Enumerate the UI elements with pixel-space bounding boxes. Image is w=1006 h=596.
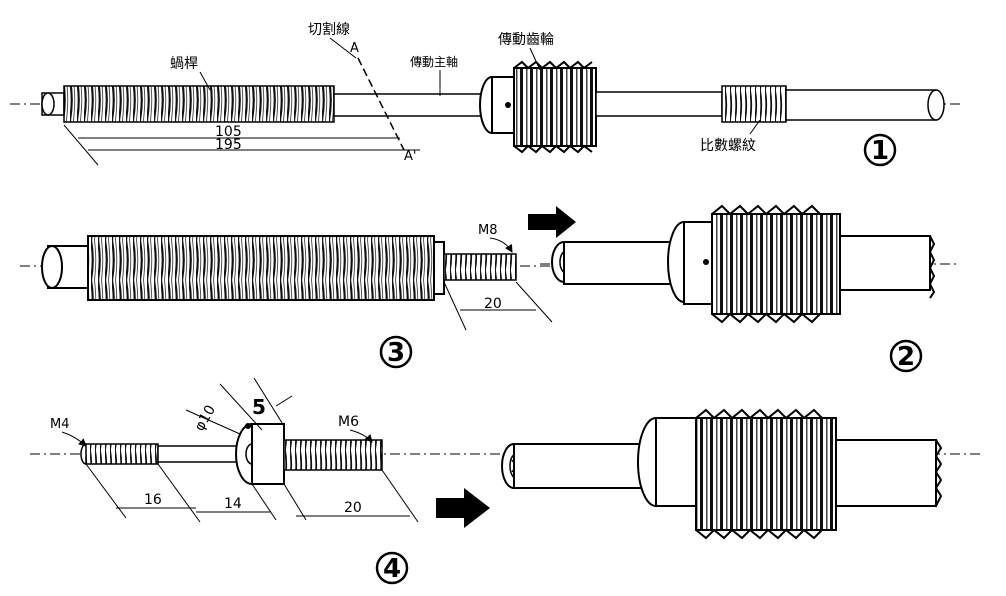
fig3-number: 3 xyxy=(387,338,405,368)
fig3-number-circle xyxy=(379,335,413,369)
figure-2: 2 xyxy=(540,204,960,373)
fig4-ext-phi10-a xyxy=(185,409,241,435)
fig4-right-shaft xyxy=(835,439,937,507)
leader-drive-gear xyxy=(529,47,541,71)
fig2-pin xyxy=(703,259,709,265)
fig2-gear xyxy=(711,213,841,315)
fig2-right-shaft xyxy=(839,235,931,291)
dim-105: 105 xyxy=(215,124,242,140)
leader-m8 xyxy=(489,237,513,253)
label-worm: 蝸桿 xyxy=(170,56,198,72)
fig4-ext-16-right xyxy=(157,463,201,523)
label-cut-start: A xyxy=(350,41,359,56)
fig3-shoulder xyxy=(433,241,445,295)
fig4-number-circle xyxy=(375,551,409,585)
dim-m6: M6 xyxy=(338,414,359,430)
label-drive-gear: 傳動齒輪 xyxy=(498,31,554,48)
fig2-number: 2 xyxy=(897,342,915,372)
figure-1: A A' 切割線 蝸桿 傳動主軸 傳動齒輪 比數螺紋 105 195 1 xyxy=(10,21,960,167)
leader-worm xyxy=(199,71,211,91)
fig1-number: 1 xyxy=(871,136,889,166)
fig4-collar-pin xyxy=(245,423,251,429)
fig4-ext-5 xyxy=(253,377,285,427)
fig1-ratio-thread xyxy=(721,85,787,123)
fig4-break-line xyxy=(934,439,943,507)
fig4-gear-teeth-top xyxy=(695,408,823,420)
fig1-ext-line-left xyxy=(63,124,99,166)
fig1-gear-teeth-top xyxy=(513,60,593,70)
fig4-ext-phi10-b xyxy=(219,383,263,431)
label-ratio-thread: 比數螺紋 xyxy=(700,138,756,154)
fig4-gear xyxy=(695,417,837,531)
leader-m4 xyxy=(61,431,87,447)
fig4-hub xyxy=(655,417,697,507)
arrow-fig4 xyxy=(436,488,490,528)
fig3-ext-left xyxy=(443,281,467,331)
fig2-number-circle xyxy=(889,339,923,373)
fig1-end-face xyxy=(41,92,55,116)
fig1-end-shaft xyxy=(785,89,937,121)
fig1-cut-line xyxy=(357,57,405,151)
fig4-collar xyxy=(251,423,285,485)
fig3-m8-thread xyxy=(443,253,517,281)
label-cut-end: A' xyxy=(404,149,416,164)
dim-20-fig4: 20 xyxy=(344,500,362,516)
fig2-gear-teeth-bottom xyxy=(711,312,821,324)
leader-cut-line xyxy=(329,37,357,59)
fig1-main-shaft xyxy=(333,93,491,117)
fig4-ext-collar-right xyxy=(283,483,307,521)
fig3-worm-thread xyxy=(87,235,435,301)
dim-195: 195 xyxy=(215,137,242,153)
dim-5: 5 xyxy=(252,395,266,419)
fig4-ext-16-left xyxy=(85,463,127,519)
fig4-ext-20-right xyxy=(381,469,419,523)
label-cut-line: 切割線 xyxy=(308,21,350,38)
fig4-ext-5-tick xyxy=(275,395,293,407)
arrow-fig3-to-fig2 xyxy=(528,206,576,238)
fig1-gear xyxy=(513,67,597,147)
fig2-gear-teeth-top xyxy=(711,204,821,216)
dim-m4: M4 xyxy=(50,417,70,432)
fig1-end-shaft-face xyxy=(927,89,945,121)
label-drive-shaft: 傳動主軸 xyxy=(410,55,458,69)
fig3-end-face xyxy=(41,245,63,289)
fig4-m4-thread xyxy=(85,443,159,465)
fig2-break-line xyxy=(928,235,936,299)
fig4-m6-thread xyxy=(283,439,383,471)
fig1-worm-thread xyxy=(63,85,335,123)
fig1-pin xyxy=(505,102,511,108)
figure-3: M8 20 3 xyxy=(20,223,560,369)
dim-14: 14 xyxy=(224,496,242,512)
fig1-number-circle xyxy=(863,133,897,167)
fig1-right-shaft xyxy=(595,91,723,117)
dim-16: 16 xyxy=(144,492,162,508)
figure-4: M4 φ10 5 M6 16 14 20 4 xyxy=(30,377,980,585)
fig1-gear-teeth-bottom xyxy=(513,144,593,154)
dim-20-fig3: 20 xyxy=(484,296,502,312)
fig4-shaft xyxy=(513,443,649,489)
leader-m6 xyxy=(349,429,373,443)
fig3-ext-right xyxy=(515,281,553,323)
fig2-shaft xyxy=(563,241,679,285)
fig4-ext-14-right xyxy=(251,483,277,521)
dim-m8: M8 xyxy=(478,223,498,238)
fig4-gear-teeth-bottom xyxy=(695,528,823,540)
fig4-number: 4 xyxy=(383,554,401,584)
leader-ratio-thread xyxy=(749,119,761,135)
